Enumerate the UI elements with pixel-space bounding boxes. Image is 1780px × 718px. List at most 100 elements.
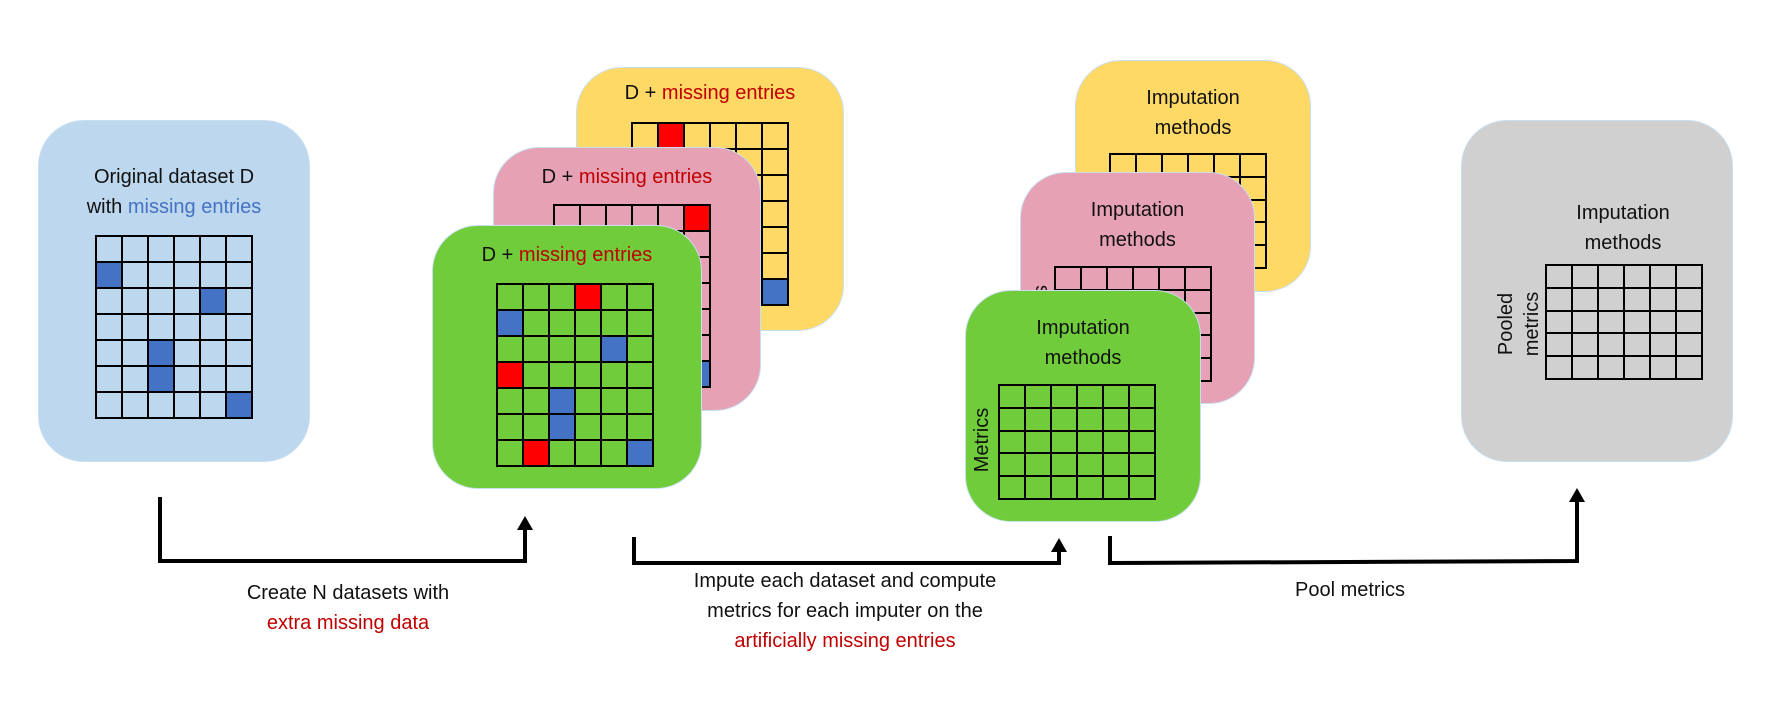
- grid-cell: [763, 124, 789, 150]
- grid-cell: [1651, 357, 1677, 380]
- grid-cell: [498, 415, 524, 441]
- grid-cell: [550, 389, 576, 415]
- grid-cell: [175, 367, 201, 393]
- grid-cell: [227, 341, 253, 367]
- grid-cell: [123, 237, 149, 263]
- grid-cell: [1651, 311, 1677, 335]
- arrow-create-datasets: [158, 497, 527, 563]
- grid-cell: [576, 441, 602, 467]
- grid-cell: [1056, 268, 1082, 291]
- grid-cell: [97, 315, 123, 341]
- grid-cell: [1026, 386, 1052, 409]
- grid-cell: [201, 393, 227, 419]
- arrowhead-impute: [1051, 538, 1067, 552]
- grid-cell: [1130, 454, 1156, 478]
- grid-cell: [227, 367, 253, 393]
- grid-cell: [175, 263, 201, 289]
- grid-cell: [1573, 266, 1599, 289]
- grid-cell: [1078, 408, 1104, 432]
- grid-cell: [633, 124, 659, 150]
- grid-cell: [1130, 477, 1156, 500]
- grid-cell: [550, 285, 576, 311]
- grid-cell: [763, 202, 789, 228]
- grid-cell: [550, 337, 576, 363]
- arrowhead-pool: [1569, 488, 1585, 502]
- grid-cell: [1599, 357, 1625, 380]
- grid-cell: [227, 289, 253, 315]
- arrow-impute: [632, 537, 1061, 565]
- grid-cell: [1677, 357, 1703, 380]
- grid-cell: [123, 289, 149, 315]
- grid-cell: [1104, 408, 1130, 432]
- arrowhead-create-datasets: [517, 516, 533, 530]
- grid-cell: [628, 415, 654, 441]
- grid-cell: [1026, 431, 1052, 455]
- grid-cell: [1130, 386, 1156, 409]
- grid-cell: [123, 315, 149, 341]
- grid-cell: [602, 311, 628, 337]
- grid-cell: [1599, 288, 1625, 312]
- grid-cell: [1547, 288, 1573, 312]
- grid-cell: [1104, 477, 1130, 500]
- grid-cell: [1651, 266, 1677, 289]
- grid-cell: [1625, 357, 1651, 380]
- grid-cell: [628, 337, 654, 363]
- grid-cell: [227, 263, 253, 289]
- grid-cell: [602, 285, 628, 311]
- grid-cell: [1573, 311, 1599, 335]
- grid-cell: [1677, 334, 1703, 358]
- grid-cell: [602, 363, 628, 389]
- grid-cell: [97, 393, 123, 419]
- grid-cell: [1625, 334, 1651, 358]
- grid-cell: [550, 363, 576, 389]
- step-pool-caption: Pool metrics: [1294, 579, 1406, 601]
- grid-cell: [123, 341, 149, 367]
- grid-cell: [149, 315, 175, 341]
- grid-cell: [1186, 268, 1212, 291]
- grid-cell: [628, 389, 654, 415]
- grid-cell: [711, 124, 737, 150]
- grid-cell: [1547, 357, 1573, 380]
- grid-cell: [1000, 408, 1026, 432]
- grid-cell: [201, 263, 227, 289]
- grid-cell: [524, 311, 550, 337]
- grid-cell: [149, 289, 175, 315]
- grid-cell: [201, 289, 227, 315]
- grid-cell: [1547, 311, 1573, 335]
- grid-cell: [123, 263, 149, 289]
- grid-cell: [498, 337, 524, 363]
- grid-cell: [576, 389, 602, 415]
- grid-cell: [201, 367, 227, 393]
- original-data-grid: [95, 235, 253, 419]
- grid-cell: [123, 367, 149, 393]
- grid-cell: [498, 311, 524, 337]
- grid-cell: [97, 237, 123, 263]
- grid-cell: [1130, 431, 1156, 455]
- grid-cell: [1547, 266, 1573, 289]
- grid-cell: [1186, 290, 1212, 314]
- arrow-pool: [1108, 496, 1579, 566]
- grid-cell: [1625, 311, 1651, 335]
- grid-cell: [201, 237, 227, 263]
- grid-cell: [1108, 268, 1134, 291]
- grid-cell: [97, 341, 123, 367]
- grid-cell: [498, 441, 524, 467]
- grid-cell: [576, 363, 602, 389]
- grid-cell: [1651, 288, 1677, 312]
- grid-cell: [1052, 477, 1078, 500]
- grid-cell: [227, 393, 253, 419]
- grid-cell: [1082, 268, 1108, 291]
- grid-cell: [175, 393, 201, 419]
- grid-cell: [1104, 431, 1130, 455]
- grid-cell: [576, 337, 602, 363]
- grid-cell: [763, 228, 789, 254]
- grid-cell: [524, 389, 550, 415]
- grid-cell: [685, 206, 711, 232]
- grid-cell: [1052, 454, 1078, 478]
- grid-cell: [602, 441, 628, 467]
- grid-cell: [175, 237, 201, 263]
- grid-cell: [175, 289, 201, 315]
- grid-cell: [149, 237, 175, 263]
- dataset-card-green-title: D + missing entries: [481, 244, 653, 266]
